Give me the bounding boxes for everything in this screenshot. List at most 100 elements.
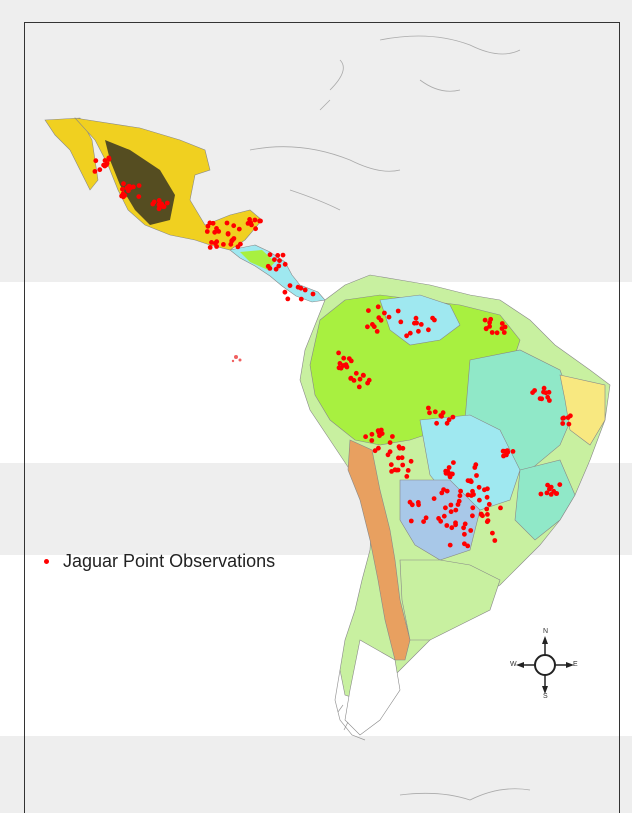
observation-point [446, 417, 452, 423]
observation-point [310, 291, 316, 297]
southern-coastline [334, 669, 366, 741]
observation-point [398, 319, 404, 325]
observation-point [444, 488, 450, 494]
observation-point [470, 505, 476, 511]
observation-point [371, 324, 377, 330]
observation-point [453, 522, 458, 528]
observation-point [216, 229, 222, 234]
observation-point [434, 420, 439, 426]
observation-point [150, 201, 156, 207]
observation-point [470, 488, 475, 494]
observation-point [396, 444, 402, 450]
observation-point [230, 237, 235, 243]
observation-point [449, 525, 455, 531]
observation-point [375, 304, 381, 310]
observation-point [106, 156, 112, 162]
background-band-bottom [0, 736, 632, 813]
observation-point [498, 505, 503, 511]
observation-point [399, 455, 405, 461]
observation-point [348, 376, 354, 381]
observation-point [432, 409, 438, 415]
observation-point [485, 512, 490, 517]
observation-point [120, 186, 125, 192]
observation-point [423, 515, 429, 521]
observation-point [482, 487, 487, 493]
observation-point [343, 362, 349, 368]
observation-point [543, 390, 549, 396]
observation-point [400, 462, 406, 468]
observation-point [412, 320, 417, 326]
observation-point [468, 479, 474, 485]
observation-point [413, 315, 419, 321]
observation-point [418, 322, 424, 327]
observation-point [440, 410, 446, 416]
observation-point [458, 488, 463, 494]
observation-point [404, 474, 410, 479]
observation-point [238, 241, 243, 247]
observation-point [547, 486, 552, 492]
observation-point [494, 330, 500, 336]
observation-point [356, 384, 362, 390]
observation-point [353, 370, 359, 376]
observation-point [136, 194, 142, 200]
observation-point [488, 316, 494, 322]
observation-point [136, 183, 142, 189]
observation-point [122, 193, 128, 198]
observation-point [280, 252, 286, 258]
observation-point [366, 308, 371, 313]
observation-point [485, 518, 491, 523]
observation-point [365, 324, 370, 330]
observation-point [224, 220, 230, 226]
guiana-shield [379, 294, 461, 346]
observation-point [439, 490, 445, 496]
observation-point [164, 200, 170, 206]
observation-point [451, 460, 456, 465]
observation-point [438, 518, 444, 524]
observation-point [404, 333, 409, 339]
observation-point [468, 528, 474, 533]
observation-point [490, 530, 495, 536]
map-frame [24, 22, 620, 813]
observation-point [272, 257, 277, 262]
observation-point [462, 521, 468, 527]
observation-point [357, 376, 363, 382]
observation-point [225, 231, 231, 237]
andes [347, 439, 411, 661]
observation-point [474, 473, 479, 478]
observation-point [551, 488, 557, 494]
observation-point [379, 431, 385, 436]
observation-point [378, 317, 384, 323]
observation-point [405, 468, 411, 473]
observation-point [499, 321, 505, 326]
bottom-coastline-fragment [399, 788, 531, 801]
observation-point [156, 206, 162, 212]
compass-west: W [510, 661, 517, 668]
observation-point [275, 253, 281, 258]
observation-point [341, 355, 347, 361]
compass-east: E [573, 661, 578, 668]
observation-point [387, 440, 393, 445]
observation-point [421, 519, 426, 524]
observation-point [492, 538, 498, 543]
observation-point [386, 314, 392, 320]
mexico-mainland [74, 117, 263, 251]
observation-point [476, 484, 482, 490]
observation-point [462, 531, 467, 537]
observation-point [376, 445, 381, 451]
observation-point [408, 518, 414, 524]
observation-point [395, 308, 401, 314]
observation-point [470, 513, 475, 519]
observation-point [472, 465, 478, 470]
compass-north: N [543, 628, 549, 635]
observation-point [93, 158, 99, 164]
observation-point [247, 217, 253, 222]
observation-point [444, 523, 450, 528]
observation-point [510, 449, 516, 454]
observation-point [277, 258, 282, 263]
observation-point [501, 330, 507, 335]
observation-point [539, 396, 545, 402]
observation-point [557, 482, 563, 487]
observation-point [374, 329, 380, 334]
observation-point [302, 287, 308, 293]
